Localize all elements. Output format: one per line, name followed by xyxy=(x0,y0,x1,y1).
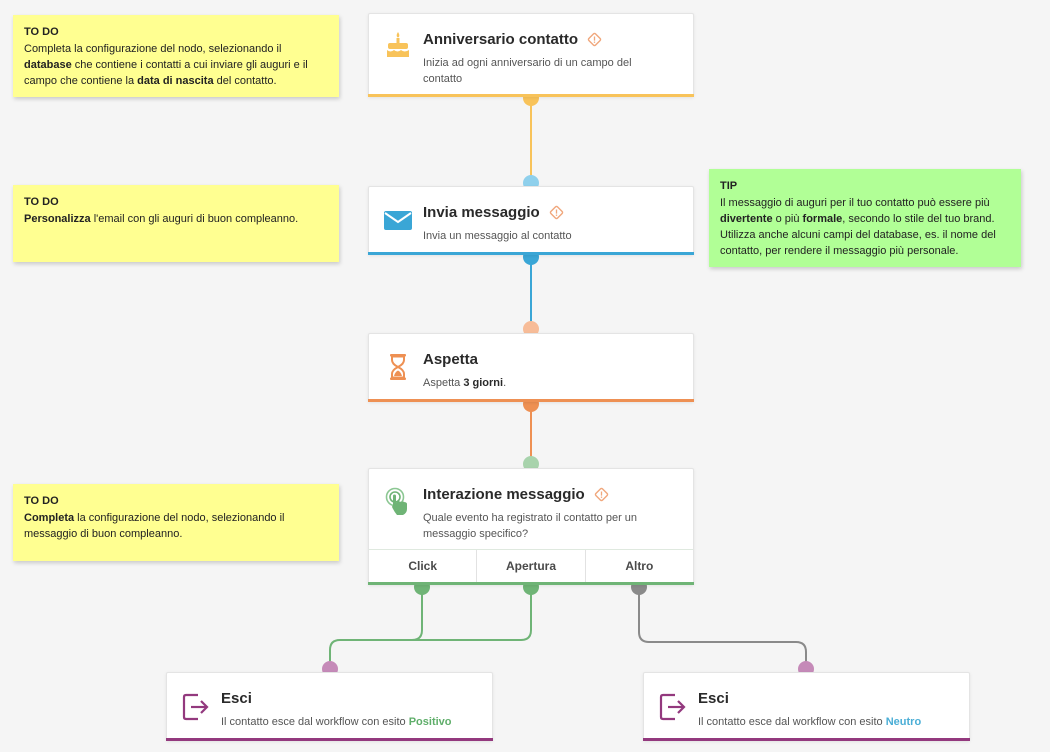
node-description: Il contatto esce dal workflow con esito … xyxy=(698,716,922,728)
node-color-bar xyxy=(643,738,970,741)
note-todo-anniversary[interactable]: TO DO Completa la configurazione del nod… xyxy=(13,15,339,97)
connector-click-to-exit-positive xyxy=(329,587,423,669)
touch-tap-icon xyxy=(385,487,407,515)
node-title-text: Invia messaggio xyxy=(423,204,540,221)
exit-icon xyxy=(182,693,209,721)
node-color-bar xyxy=(368,399,694,402)
node-title: Invia messaggio xyxy=(423,204,564,221)
warning-icon[interactable] xyxy=(594,487,609,502)
connector-other-to-exit-neutral xyxy=(638,587,807,669)
node-exit-neutral[interactable]: Esci Il contatto esce dal workflow con e… xyxy=(643,672,970,741)
node-wait[interactable]: Aspetta Aspetta 3 giorni. xyxy=(368,333,694,402)
outcome-positive: Positivo xyxy=(408,716,452,728)
node-title-text: Esci xyxy=(221,690,252,707)
node-color-bar xyxy=(166,738,493,741)
note-tip-message[interactable]: TIP Il messaggio di auguri per il tuo co… xyxy=(709,169,1021,267)
branch-open[interactable]: Apertura xyxy=(477,550,586,582)
node-color-bar xyxy=(368,582,694,585)
node-message-interaction[interactable]: Interazione messaggio Quale evento ha re… xyxy=(368,468,694,585)
node-title: Esci xyxy=(221,690,252,707)
node-description: Il contatto esce dal workflow con esito … xyxy=(221,716,452,728)
node-exit-positive[interactable]: Esci Il contatto esce dal workflow con e… xyxy=(166,672,493,741)
note-title: TIP xyxy=(720,180,738,192)
envelope-icon xyxy=(384,211,412,230)
note-title: TO DO xyxy=(24,196,59,208)
node-title: Aspetta xyxy=(423,351,478,368)
exit-icon xyxy=(659,693,686,721)
outcome-neutral: Neutro xyxy=(885,716,922,728)
node-color-bar xyxy=(368,94,694,97)
note-title: TO DO xyxy=(24,495,59,507)
birthday-cake-icon xyxy=(387,32,409,57)
node-title: Anniversario contatto xyxy=(423,31,602,48)
node-title-text: Esci xyxy=(698,690,729,707)
note-text: Personalizza l'email con gli auguri di b… xyxy=(24,213,299,225)
node-send-message[interactable]: Invia messaggio Invia un messaggio al co… xyxy=(368,186,694,255)
note-text: Il messaggio di auguri per il tuo contat… xyxy=(720,197,996,257)
note-title: TO DO xyxy=(24,26,59,38)
node-title: Esci xyxy=(698,690,729,707)
node-title-text: Anniversario contatto xyxy=(423,31,579,48)
node-description: Quale evento ha registrato il contatto p… xyxy=(423,512,638,540)
note-text: Completa la configurazione del nodo, sel… xyxy=(24,512,285,540)
node-description: Aspetta 3 giorni. xyxy=(423,377,507,389)
node-anniversary-trigger[interactable]: Anniversario contatto Inizia ad ogni ann… xyxy=(368,13,694,97)
warning-icon[interactable] xyxy=(587,32,602,47)
note-text: Completa la configurazione del nodo, sel… xyxy=(24,43,308,87)
warning-icon[interactable] xyxy=(549,205,564,220)
node-title-text: Aspetta xyxy=(423,351,479,368)
branch-other[interactable]: Altro xyxy=(625,559,654,573)
connector-open-to-exit-positive xyxy=(340,587,532,641)
node-description: Invia un messaggio al contatto xyxy=(423,230,572,242)
node-title: Interazione messaggio xyxy=(423,486,609,503)
hourglass-icon xyxy=(390,354,406,380)
branch-click[interactable]: Click xyxy=(369,550,478,582)
note-todo-email[interactable]: TO DO Personalizza l'email con gli augur… xyxy=(13,185,339,262)
note-todo-interaction[interactable]: TO DO Completa la configurazione del nod… xyxy=(13,484,339,561)
node-color-bar xyxy=(368,252,694,255)
node-description: Inizia ad ogni anniversario di un campo … xyxy=(423,57,632,85)
node-title-text: Interazione messaggio xyxy=(423,486,585,503)
branch-row: Click Apertura Altro xyxy=(369,549,693,582)
